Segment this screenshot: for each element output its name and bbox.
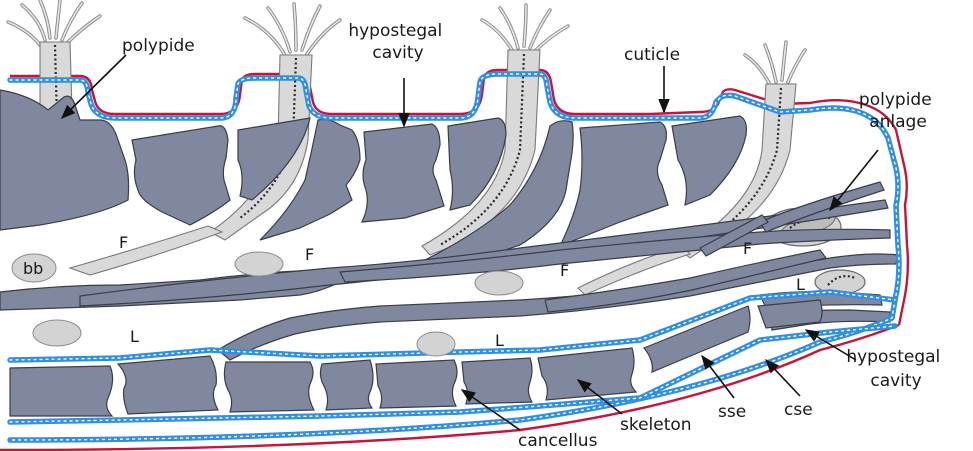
label-polypide-anlage-line2: anlage xyxy=(869,112,927,132)
brown-body-1 xyxy=(235,252,283,276)
brown-body-3 xyxy=(33,320,81,346)
label-skeleton: skeleton xyxy=(620,415,692,435)
label-sse: sse xyxy=(718,402,746,422)
label-F2: F xyxy=(305,245,314,264)
label-L3: L xyxy=(796,275,805,294)
brown-body-2 xyxy=(475,271,523,295)
tentacles-1 xyxy=(8,0,100,45)
label-bb: bb xyxy=(23,259,43,278)
tentacles-2 xyxy=(245,4,340,55)
tentacles-4 xyxy=(745,42,805,85)
tentacles-3 xyxy=(482,5,568,52)
label-hypostegal-cavity-top-line2: cavity xyxy=(372,43,423,63)
label-hypostegal-cavity-top-line1: hypostegal xyxy=(348,21,442,41)
label-polypide: polypide xyxy=(122,36,195,56)
label-F1: F xyxy=(119,233,128,252)
label-hypostegal-cavity-right-line2: cavity xyxy=(870,371,921,391)
label-hypostegal-cavity-right-line1: hypostegal xyxy=(846,347,940,367)
label-L1: L xyxy=(130,327,139,346)
label-cuticle: cuticle xyxy=(624,45,680,65)
label-F4: F xyxy=(743,239,752,258)
brown-body-4 xyxy=(417,332,455,356)
label-polypide-anlage-line1: polypide xyxy=(859,90,932,110)
label-hypostegal-cavity-right: hypostegal cavity xyxy=(846,347,945,391)
label-hypostegal-cavity-top: hypostegal cavity xyxy=(348,21,447,63)
label-F3: F xyxy=(560,261,569,280)
label-cse: cse xyxy=(784,400,813,420)
label-cancellus: cancellus xyxy=(518,431,598,451)
label-L2: L xyxy=(495,331,504,350)
